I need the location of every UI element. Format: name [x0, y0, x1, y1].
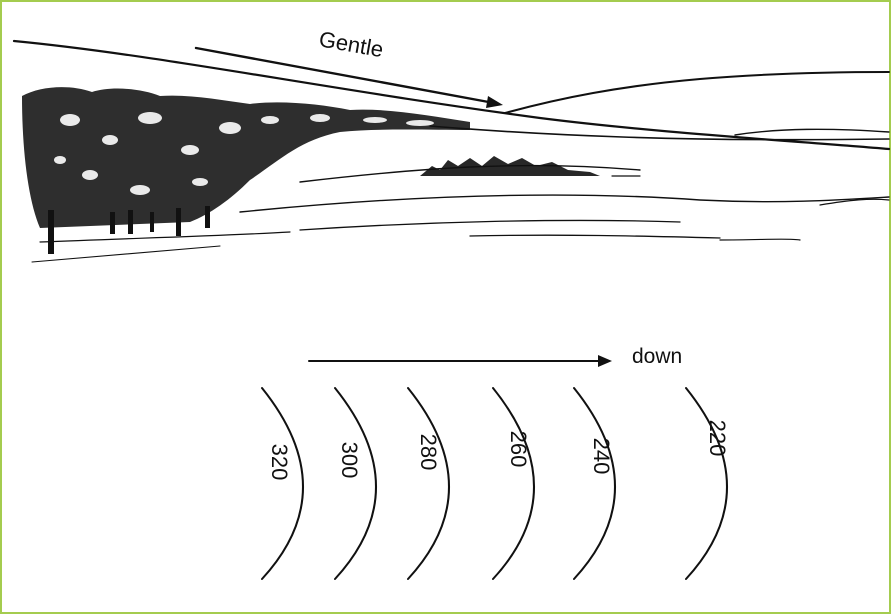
tree-mass	[22, 87, 470, 254]
contour-line-260	[493, 388, 534, 579]
field-line-5	[720, 239, 800, 240]
field-line-2	[240, 195, 889, 212]
contour-line-280	[408, 388, 449, 579]
slope-arrow	[196, 48, 503, 108]
landscape-sketch	[14, 41, 889, 262]
contour-lines: 320 300 280 260 240 220	[262, 388, 730, 579]
contour-label-280: 280	[416, 434, 441, 471]
field-line-3	[300, 220, 680, 230]
contour-line-320	[262, 388, 303, 579]
field-line-4	[470, 235, 720, 238]
direction-arrow	[309, 355, 612, 367]
ground-line-2	[32, 246, 220, 262]
contour-label-220: 220	[705, 420, 730, 457]
direction-label: down	[632, 345, 682, 368]
contour-label-240: 240	[589, 438, 614, 475]
distant-hill-crest	[505, 72, 889, 113]
contour-line-240	[574, 388, 615, 579]
contour-label-320: 320	[267, 444, 292, 481]
contour-line-220	[686, 388, 727, 579]
slope-label: Gentle	[317, 26, 385, 62]
valley-line	[430, 126, 889, 140]
contour-label-300: 300	[337, 442, 362, 479]
contour-label-260: 260	[506, 431, 531, 468]
far-ridge	[735, 129, 889, 135]
contour-line-300	[335, 388, 376, 579]
ground-line	[40, 232, 290, 242]
